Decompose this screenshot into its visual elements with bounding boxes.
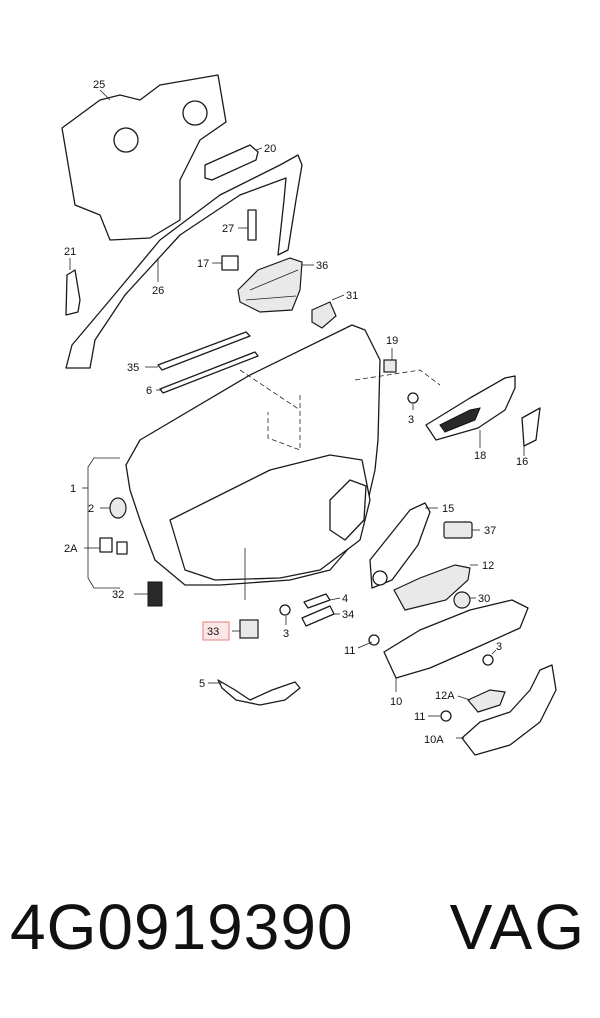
callout-36: 36 [316,260,328,272]
callout-11a: 11 [344,645,355,657]
clip-19 [383,348,397,373]
armrest-cover-10A [456,664,557,756]
knob-30 [453,591,476,609]
exploded-door-panel-diagram: 25 20 21 27 17 36 26 31 19 35 6 3 18 16 … [61,74,557,756]
clip-2A [84,537,128,555]
callout-17: 17 [197,258,209,270]
callout-3a: 3 [408,414,414,426]
callout-15: 15 [442,503,454,515]
callout-11b: 11 [414,711,425,723]
window-trim-26 [65,154,303,369]
callout-30: 30 [478,593,490,605]
callout-16: 16 [516,456,528,468]
speaker-grille-16 [521,407,541,456]
switch-33 [232,619,259,639]
reflector-32 [134,581,163,607]
callout-3b: 3 [283,628,289,640]
callout-34: 34 [342,609,354,621]
callout-3c: 3 [496,641,502,653]
switch-panel-12A [457,689,506,713]
bracket-21 [65,258,81,316]
callout-21: 21 [64,246,76,258]
callout-4: 4 [342,593,348,605]
callout-6: 6 [146,385,152,397]
callout-2a: 2A [64,543,78,555]
callout-10: 10 [390,696,402,708]
door-trim-panel-1 [125,324,441,600]
window-regulator-36 [237,257,314,313]
strip-27 [238,209,257,241]
clip-part-20 [204,144,263,181]
callout-10a: 10A [424,734,444,746]
clip-2 [100,497,127,519]
callout-2: 2 [88,503,94,515]
callout-1: 1 [70,483,76,495]
callout-33-highlight [202,621,230,641]
callout-35: 35 [127,362,139,374]
callout-27: 27 [222,223,234,235]
cap-4 [303,593,341,609]
screw-11a [357,634,380,649]
callout-12: 12 [482,560,494,572]
speaker-cover-15 [369,502,438,589]
callout-33: 33 [207,626,219,638]
screw-3a [407,392,419,410]
trim-strip-18 [425,375,516,448]
callout-37: 37 [484,525,496,537]
callout-18: 18 [474,450,486,462]
handle-part-31 [311,294,345,329]
liner-5 [208,679,301,706]
seal-strip-35 [145,331,251,371]
screw-3b [279,604,291,625]
button-37 [443,521,480,539]
callout-26: 26 [152,285,164,297]
armrest-10 [383,599,529,692]
callout-25: 25 [93,79,105,91]
callout-5: 5 [199,678,205,690]
callout-32: 32 [112,589,124,601]
callout-20: 20 [264,143,276,155]
callout-12a: 12A [435,690,455,702]
part-number: 4G0919390 [10,891,354,963]
cover-34 [301,605,340,627]
brand-label: VAG [449,891,586,963]
footer: 4G0919390 VAG [0,890,600,990]
screw-3c [482,649,497,666]
pad-17 [212,255,239,271]
bracket-1 [82,457,120,589]
callout-19: 19 [386,335,398,347]
seal-strip-6 [156,351,259,394]
insulation-sheet-25 [61,74,227,241]
screw-11b [428,710,452,722]
callout-31: 31 [346,290,358,302]
switch-panel-12 [393,564,478,611]
